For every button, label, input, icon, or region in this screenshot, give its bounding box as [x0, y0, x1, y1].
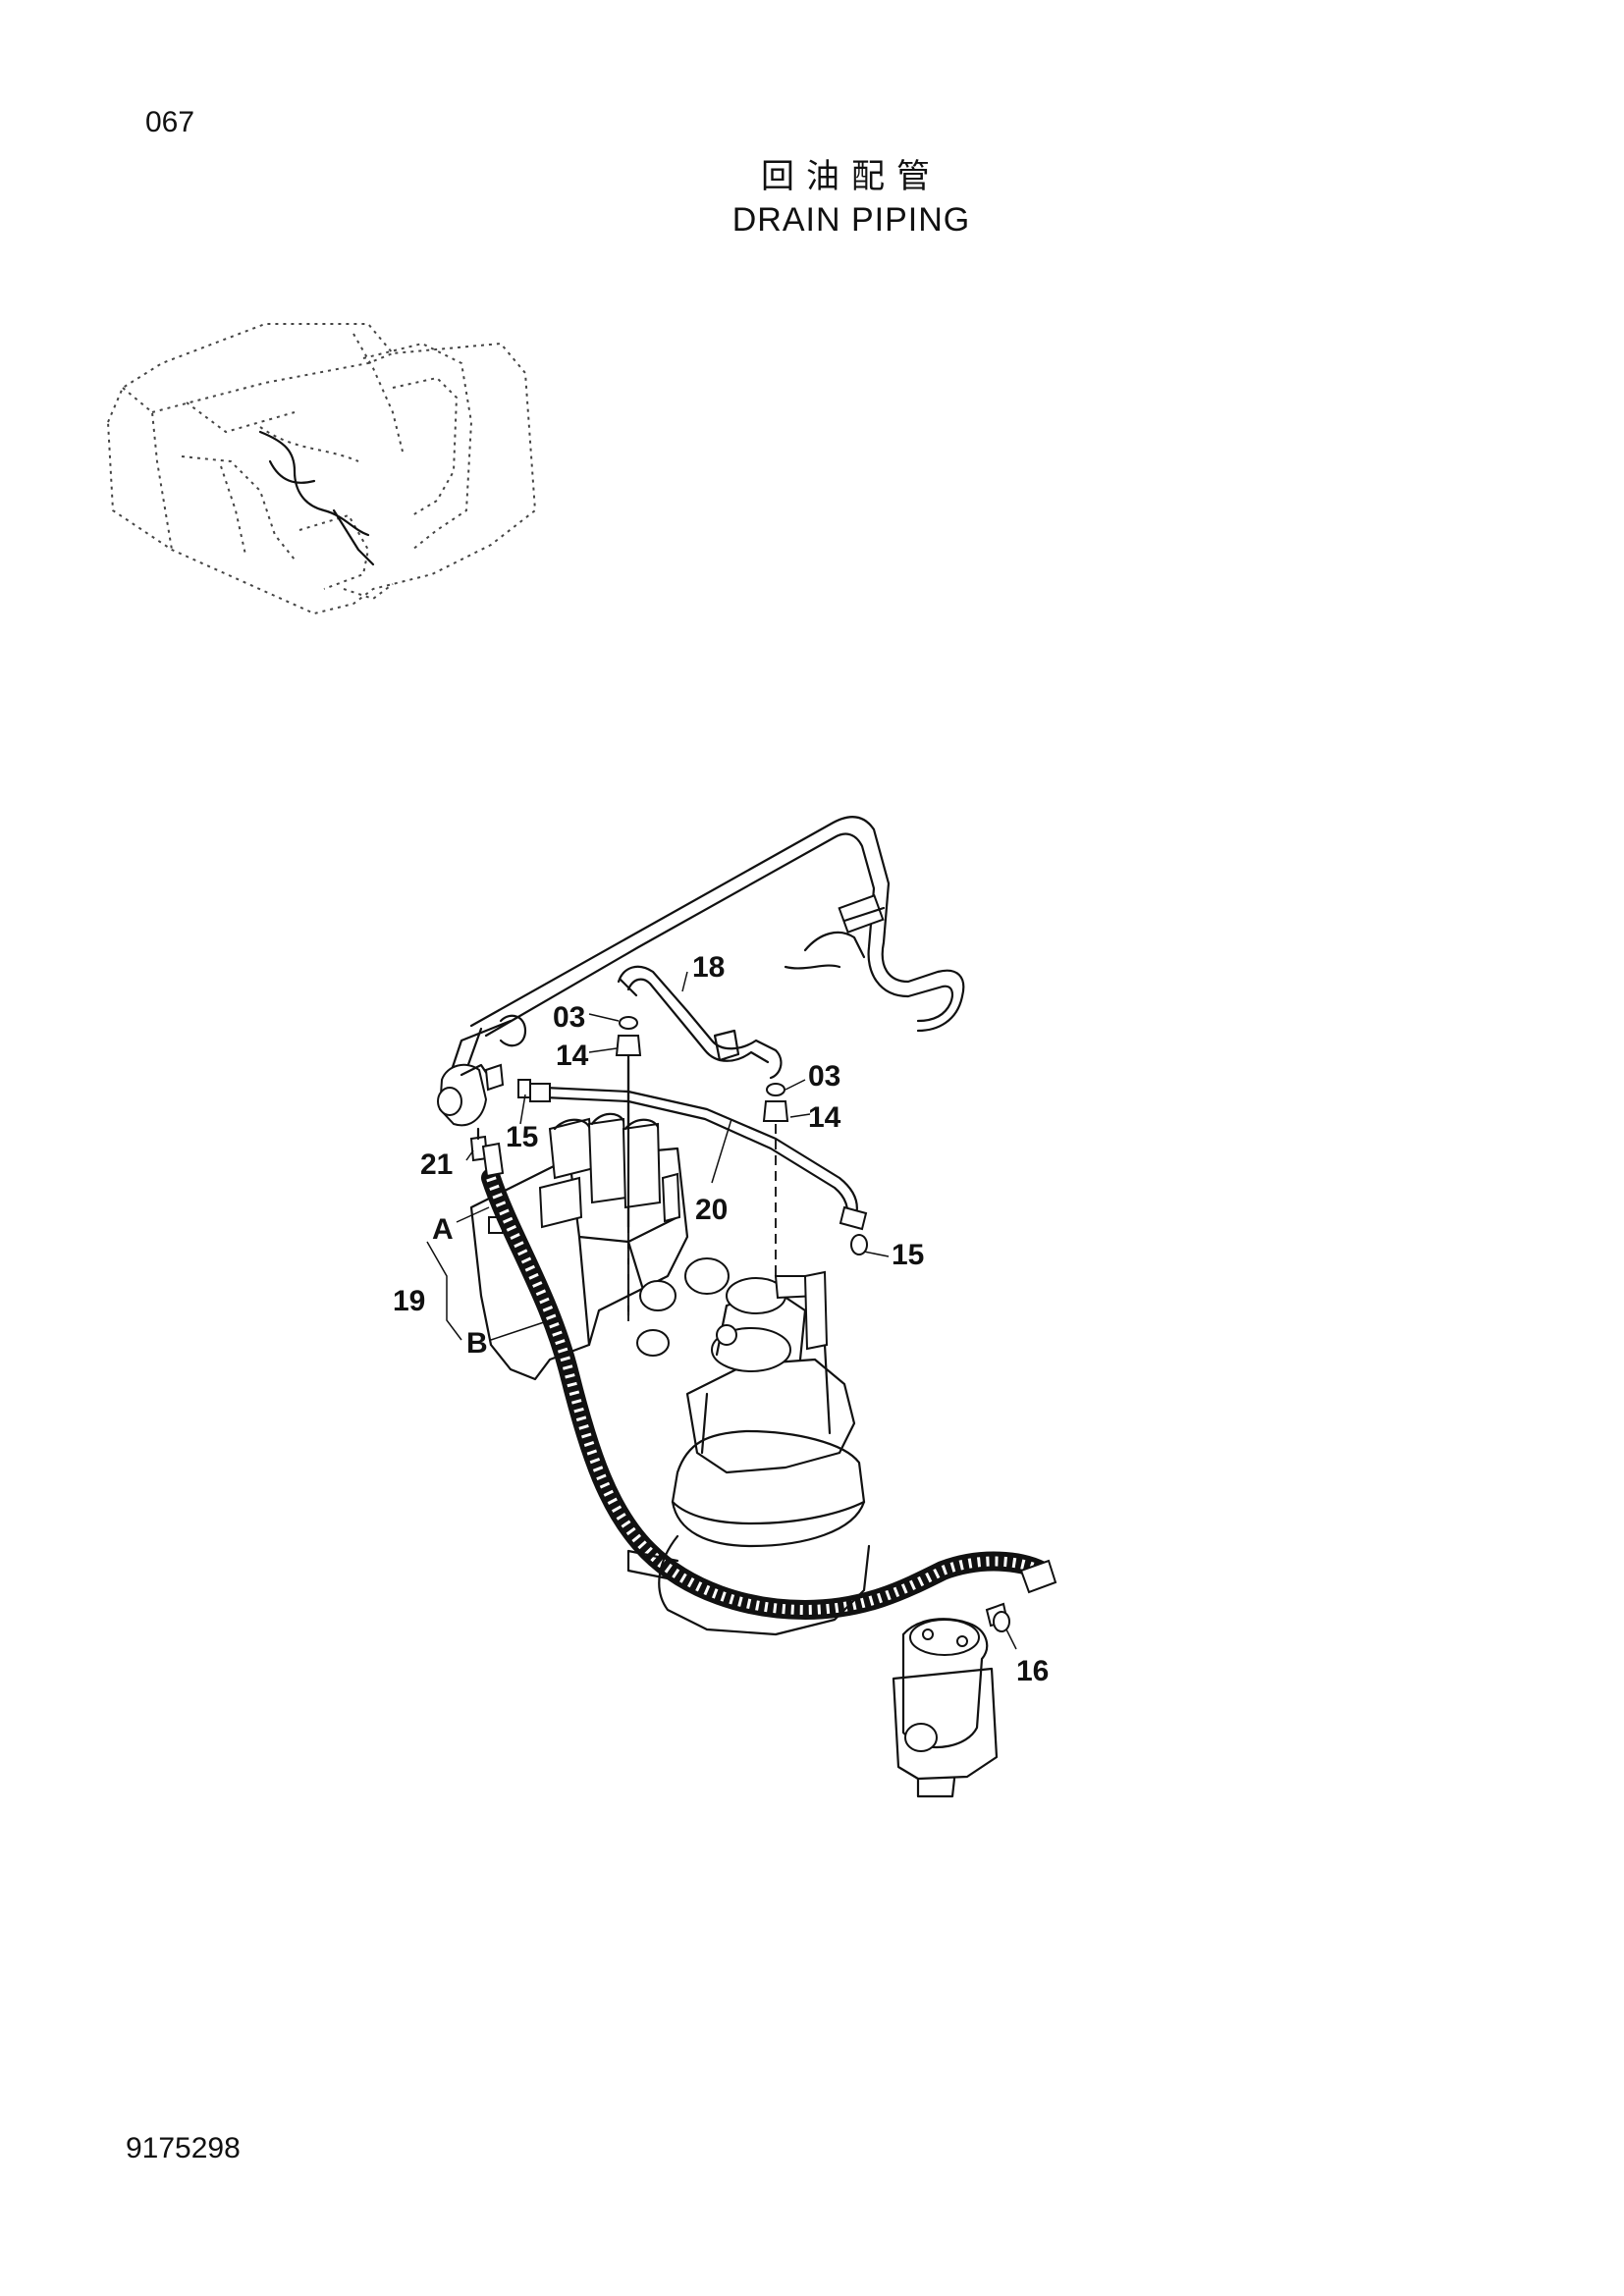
callout-B: B	[466, 1327, 488, 1360]
leader-lines	[426, 971, 1017, 1650]
document-number: 9175298	[126, 2132, 241, 2164]
drain-pipe-upper	[450, 816, 965, 1072]
callout-21: 21	[420, 1148, 453, 1181]
callout-14-right: 14	[808, 1101, 841, 1134]
control-valve	[469, 1058, 730, 1381]
swing-motor	[626, 1270, 871, 1636]
callout-16: 16	[1016, 1655, 1049, 1687]
callout-A: A	[432, 1213, 454, 1246]
fitting-16	[993, 1611, 1010, 1632]
machine-overview-thumbnail	[106, 323, 537, 615]
fitting-15-right	[850, 1234, 868, 1255]
callout-18: 18	[692, 951, 725, 984]
callout-19: 19	[393, 1285, 425, 1317]
callout-15-right: 15	[892, 1239, 924, 1271]
hose-19-corrugated	[481, 1142, 1057, 1621]
callout-03-left: 03	[553, 1001, 585, 1034]
fitting-03-14-right	[762, 1083, 789, 1296]
hose-20	[529, 1083, 868, 1231]
callout-14-left: 14	[556, 1040, 589, 1072]
callout-labels: 18 03 14 03 14 15 21 20 A 19 B 15 16	[393, 951, 1049, 1687]
center-joint	[892, 1602, 1009, 1798]
pilot-valve-left	[437, 1063, 531, 1162]
callout-03-right: 03	[808, 1060, 840, 1093]
hose-18	[617, 965, 783, 1080]
callout-20: 20	[695, 1194, 728, 1226]
page-title-english: DRAIN PIPING	[731, 201, 971, 239]
page-title-chinese: 回油配管	[761, 157, 942, 196]
callout-15-left: 15	[506, 1121, 538, 1153]
page-number: 067	[145, 106, 195, 138]
